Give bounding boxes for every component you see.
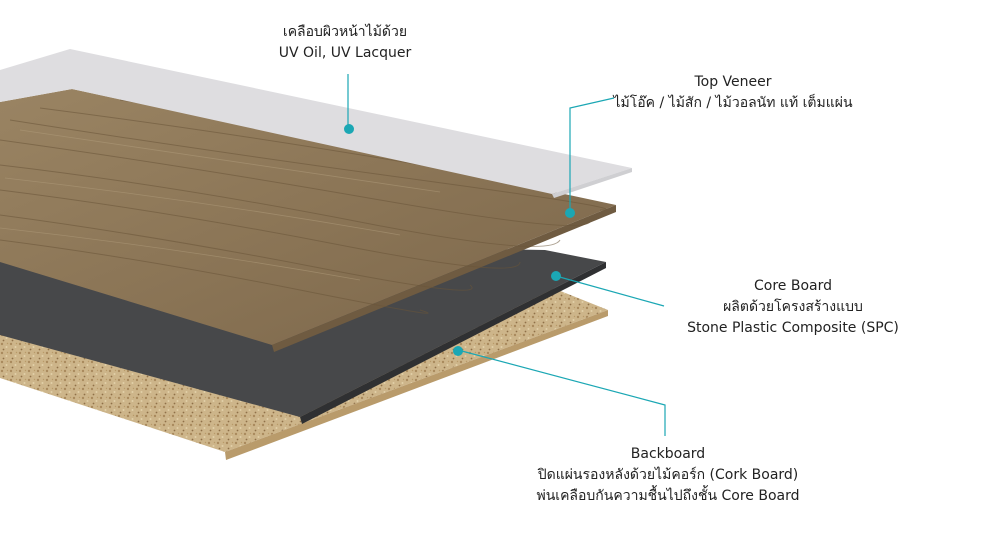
core-board-line3: Stone Plastic Composite (SPC) <box>687 320 899 336</box>
top-veneer-label: Top Veneer ไม้โอ๊ค / ไม้สัก / ไม้วอลนัท … <box>598 72 868 114</box>
core-board-line2: ผลิตด้วยโครงสร้างแบบ <box>723 299 863 315</box>
veneer-dot <box>565 208 575 218</box>
top-veneer-detail: ไม้โอ๊ค / ไม้สัก / ไม้วอลนัท แท้ เต็มแผ่… <box>613 95 853 111</box>
core-board-title: Core Board <box>754 278 832 294</box>
core-dot <box>551 271 561 281</box>
core-leader <box>555 275 665 307</box>
uv-coating-layer <box>0 49 632 198</box>
top-veneer-title: Top Veneer <box>694 74 772 90</box>
veneer-leader <box>569 97 615 212</box>
back-leader <box>457 349 666 436</box>
backboard-label: Backboard ปิดแผ่นรองหลังด้วยไม้คอร์ก (Co… <box>498 444 838 507</box>
backboard-line3: พ่นเคลือบกันความชื้นไปถึงชั้น Core Board <box>536 488 800 504</box>
backboard-line2: ปิดแผ่นรองหลังด้วยไม้คอร์ก (Cork Board) <box>537 467 799 483</box>
back-dot <box>453 346 463 356</box>
uv-dot <box>344 124 354 134</box>
uv-coating-detail: UV Oil, UV Lacquer <box>278 45 412 61</box>
leader-lines <box>347 74 666 436</box>
uv-coating-label: เคลือบผิวหน้าไม้ด้วย UV Oil, UV Lacquer <box>250 22 440 64</box>
leader-dots <box>344 124 575 356</box>
backboard-title: Backboard <box>630 446 706 462</box>
uv-coating-title: เคลือบผิวหน้าไม้ด้วย <box>282 24 408 40</box>
core-board-label: Core Board ผลิตด้วยโครงสร้างแบบ Stone Pl… <box>668 276 918 339</box>
